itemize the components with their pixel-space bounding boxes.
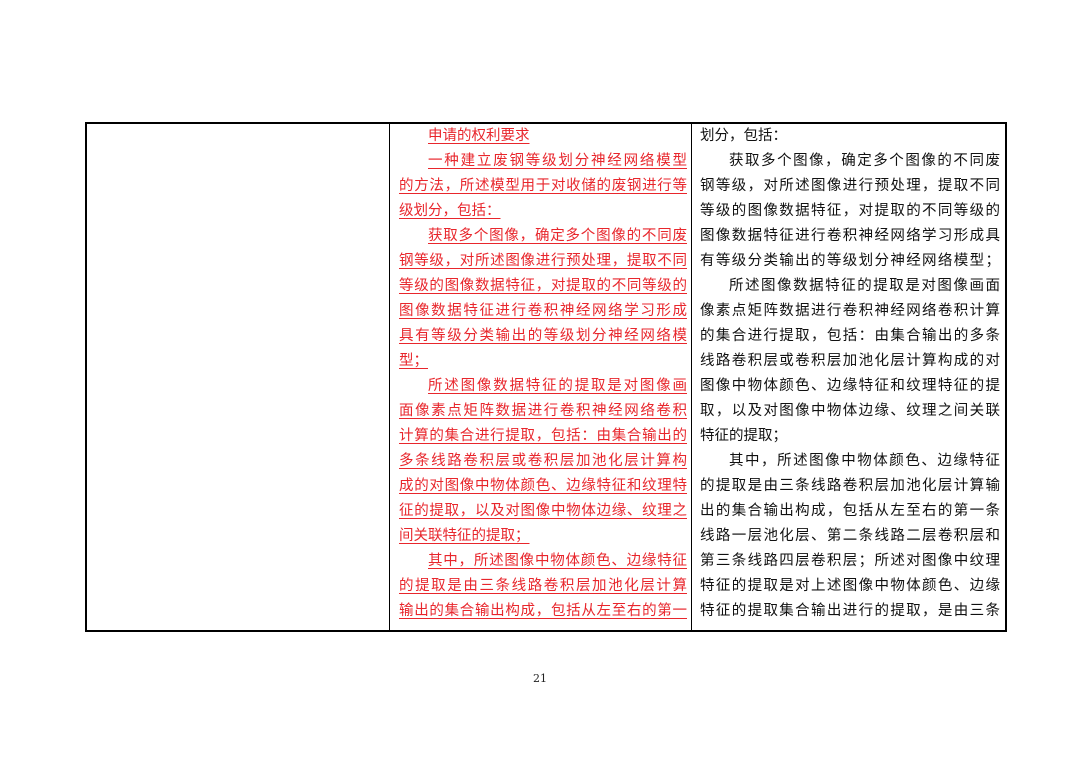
- claims-line: 级划分，包括：: [399, 203, 501, 219]
- claims-line: 征的提取，以及对图像中物体边缘、纹理之: [399, 503, 687, 519]
- reference-line: 第三条线路四层卷积层；所述对图像中纹理: [700, 553, 1000, 569]
- reference-line: 特征的提取是对上述图像中物体颜色、边缘: [700, 578, 1000, 594]
- claims-line: 图像数据特征进行卷积神经网络学习形成: [399, 303, 687, 319]
- claims-line: 一种建立废钢等级划分神经网络模型: [428, 153, 687, 169]
- claims-line: 钢等级，对所述图像进行预处理，提取不同: [399, 253, 687, 269]
- claims-line: 面像素点矩阵数据进行卷积神经网络卷积: [399, 403, 687, 419]
- claims-line: 其中，所述图像中物体颜色、边缘特征: [428, 553, 687, 569]
- reference-line: 线路卷积层或卷积层加池化层计算构成的对: [700, 353, 1000, 369]
- claims-line: 间关联特征的提取；: [399, 528, 530, 544]
- reference-line: 所述图像数据特征的提取是对图像画面: [729, 278, 1000, 294]
- reference-line: 的提取是由三条线路卷积层加池化层计算输: [700, 478, 1000, 494]
- claims-line: 输出的集合输出构成，包括从左至右的第一: [399, 603, 687, 619]
- reference-line: 有等级分类输出的等级划分神经网络模型；: [700, 253, 1000, 269]
- reference-line: 钢等级，对所述图像进行预处理，提取不同: [700, 178, 1000, 194]
- page-number: 21: [533, 672, 547, 685]
- reference-line: 特征的提取；: [700, 428, 787, 444]
- claims-line: 多条线路卷积层或卷积层加池化层计算构: [399, 453, 687, 469]
- reference-line: 获取多个图像，确定多个图像的不同废: [729, 153, 1000, 169]
- reference-line: 取，以及对图像中物体边缘、纹理之间关联: [700, 403, 1000, 419]
- claims-line: 获取多个图像，确定多个图像的不同废: [428, 228, 687, 244]
- claims-line: 具有等级分类输出的等级划分神经网络模: [399, 328, 687, 344]
- reference-line: 划分，包括：: [700, 128, 787, 144]
- claims-line: 成的对图像中物体颜色、边缘特征和纹理特: [399, 478, 687, 494]
- empty-column: [87, 124, 390, 630]
- reference-line: 像素点矩阵数据进行卷积神经网络卷积计算: [700, 303, 1000, 319]
- reference-line: 等级的图像数据特征，对提取的不同等级的: [700, 203, 1000, 219]
- claims-line: 的方法，所述模型用于对收储的废钢进行等: [399, 178, 687, 194]
- reference-column: 划分，包括： 获取多个图像，确定多个图像的不同废 钢等级，对所述图像进行预处理，…: [692, 124, 1007, 630]
- claims-line: 申请的权利要求: [428, 128, 530, 144]
- claims-line: 所述图像数据特征的提取是对图像画: [428, 378, 687, 394]
- claims-line: 计算的集合进行提取，包括：由集合输出的: [399, 428, 687, 444]
- reference-line: 图像中物体颜色、边缘特征和纹理特征的提: [700, 378, 1000, 394]
- claims-line: 的提取是由三条线路卷积层加池化层计算: [399, 578, 687, 594]
- reference-line: 出的集合输出构成，包括从左至右的第一条: [700, 503, 1000, 519]
- comparison-table: 申请的权利要求 一种建立废钢等级划分神经网络模型 的方法，所述模型用于对收储的废…: [85, 122, 1007, 632]
- reference-line: 线路一层池化层、第二条线路二层卷积层和: [700, 528, 1000, 544]
- reference-line: 其中，所述图像中物体颜色、边缘特征: [729, 453, 1000, 469]
- claims-line: 等级的图像数据特征，对提取的不同等级的: [399, 278, 687, 294]
- claims-column: 申请的权利要求 一种建立废钢等级划分神经网络模型 的方法，所述模型用于对收储的废…: [390, 124, 692, 630]
- reference-line: 特征的提取集合输出进行的提取，是由三条: [700, 603, 1000, 619]
- reference-line: 的集合进行提取，包括：由集合输出的多条: [700, 328, 1000, 344]
- claims-line: 型；: [399, 353, 428, 369]
- reference-line: 图像数据特征进行卷积神经网络学习形成具: [700, 228, 1000, 244]
